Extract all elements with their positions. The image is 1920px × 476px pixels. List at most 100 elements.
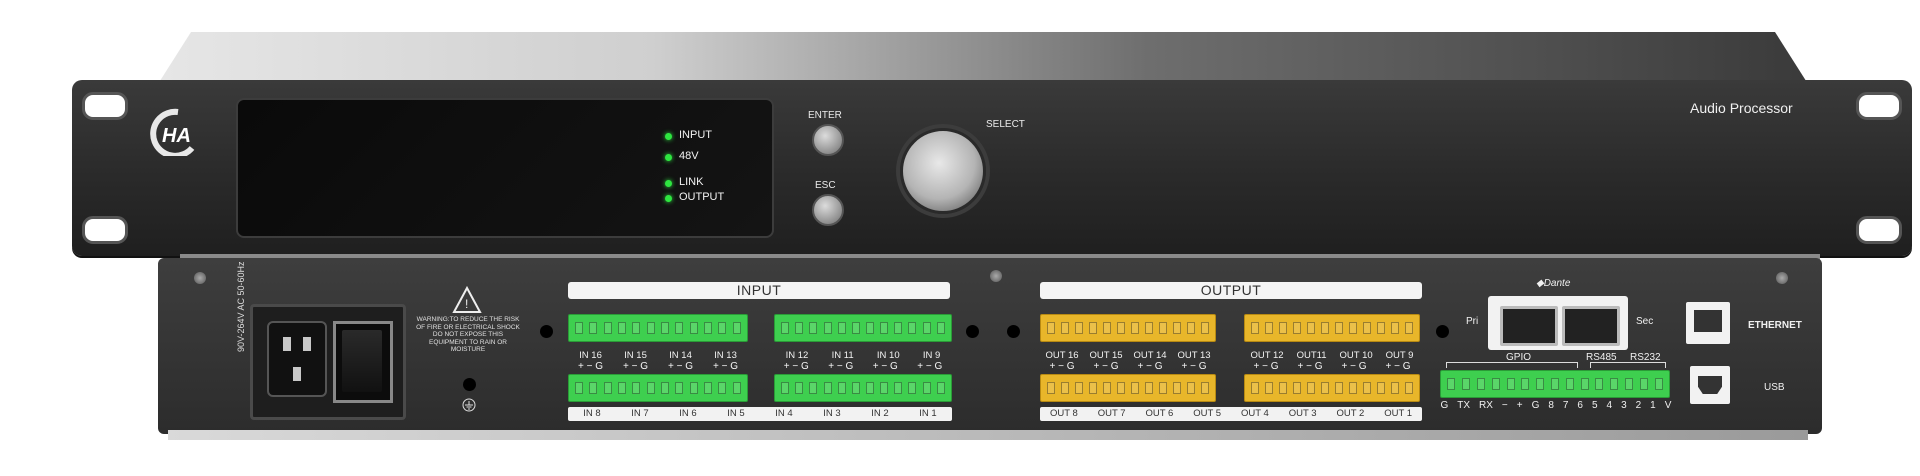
ethernet-port[interactable] bbox=[1686, 302, 1730, 344]
polarity-label: + − G bbox=[783, 361, 809, 372]
dante-logo: ◆Dante bbox=[1536, 278, 1570, 289]
gpio-pin-labels: G TX RX − + G 8 7 6 5 4 3 2 1 V bbox=[1436, 400, 1676, 411]
usb-label: USB bbox=[1764, 382, 1785, 393]
dante-logo-text: Dante bbox=[1543, 278, 1571, 289]
power-inlet-block bbox=[250, 304, 406, 420]
input-polarity-row: + − G + − G + − G + − G bbox=[774, 361, 952, 372]
power-rating-label: 90V-264V AC 50-60Hz bbox=[236, 261, 246, 352]
enter-button[interactable] bbox=[812, 124, 844, 156]
dante-secondary-label: Sec bbox=[1636, 316, 1654, 327]
output-terminal-12-9[interactable] bbox=[1244, 314, 1420, 342]
gpio-pin-label: RX bbox=[1479, 400, 1493, 411]
polarity-label: + − G bbox=[828, 361, 854, 372]
input-terminal-12-9[interactable] bbox=[774, 314, 952, 342]
input-polarity-row: + − G + − G + − G + − G bbox=[568, 361, 748, 372]
channel-label: OUT 2 bbox=[1336, 408, 1365, 419]
ethernet-port-socket bbox=[1694, 310, 1722, 332]
esc-button[interactable] bbox=[812, 194, 844, 226]
screw bbox=[990, 270, 1002, 282]
brand-logo-text: HA bbox=[162, 125, 191, 147]
front-unit-top-cover bbox=[158, 32, 1808, 84]
rs485-label: RS485 bbox=[1586, 352, 1617, 363]
input-terminal-16-13[interactable] bbox=[568, 314, 748, 342]
select-knob[interactable] bbox=[900, 128, 986, 214]
dante-primary-port[interactable] bbox=[1500, 306, 1558, 346]
gpio-pin-label: V bbox=[1664, 400, 1672, 411]
channel-label: OUT 15 bbox=[1089, 350, 1123, 361]
output-bottom-label-strip: OUT 8 OUT 7 OUT 6 OUT 5 OUT 4 OUT 3 OUT … bbox=[1040, 407, 1422, 421]
channel-label: IN 4 bbox=[775, 408, 793, 419]
channel-label: OUT 7 bbox=[1097, 408, 1126, 419]
usb-port[interactable] bbox=[1690, 366, 1730, 404]
polarity-label: + − G bbox=[622, 361, 648, 372]
polarity-label: + − G bbox=[1297, 361, 1323, 372]
mounting-hole bbox=[463, 378, 476, 391]
gpio-pin-label: 7 bbox=[1562, 400, 1569, 411]
output-led-label: OUTPUT bbox=[679, 191, 725, 203]
output-polarity-row: + − G + − G + − G + − G bbox=[1244, 361, 1420, 372]
warning-icon: ! bbox=[452, 286, 482, 313]
output-terminal-4-1[interactable] bbox=[1244, 374, 1420, 402]
link-led-label: LINK bbox=[679, 176, 704, 188]
esc-button-label: ESC bbox=[815, 180, 836, 191]
channel-label: IN 8 bbox=[583, 408, 601, 419]
iec-power-socket[interactable] bbox=[267, 321, 327, 397]
channel-label: OUT 12 bbox=[1250, 350, 1284, 361]
gpio-pin-label: G bbox=[1440, 400, 1449, 411]
polarity-label: + − G bbox=[667, 361, 693, 372]
input-section-banner: INPUT bbox=[568, 282, 950, 299]
brand-logo: HA bbox=[150, 108, 195, 156]
power-switch[interactable] bbox=[333, 321, 393, 403]
48v-led-label: 48V bbox=[679, 150, 699, 162]
channel-label: IN 11 bbox=[831, 350, 854, 361]
model-label: Audio Processor bbox=[1690, 100, 1793, 116]
power-switch-face bbox=[342, 330, 382, 392]
mounting-hole bbox=[966, 325, 979, 338]
input-terminal-4-1[interactable] bbox=[774, 374, 952, 402]
input-labels-12-9: IN 12 IN 11 IN 10 IN 9 bbox=[774, 350, 952, 361]
lcd-display bbox=[236, 98, 774, 238]
input-terminal-8-5[interactable] bbox=[568, 374, 748, 402]
socket-pin bbox=[283, 337, 291, 351]
gpio-pin-label: 6 bbox=[1577, 400, 1583, 411]
select-knob-label: SELECT bbox=[986, 119, 1025, 130]
gpio-label: GPIO bbox=[1506, 352, 1532, 363]
input-led bbox=[665, 133, 672, 140]
gpio-terminal[interactable] bbox=[1440, 370, 1670, 398]
channel-label: OUT 4 bbox=[1240, 408, 1269, 419]
gpio-pin-label: 1 bbox=[1650, 400, 1656, 411]
output-labels-16-13: OUT 16 OUT 15 OUT 14 OUT 13 bbox=[1040, 350, 1216, 361]
screw bbox=[194, 272, 206, 284]
channel-label: OUT 9 bbox=[1385, 350, 1414, 361]
rack-ear-slot bbox=[1856, 92, 1902, 120]
channel-label: OUT 14 bbox=[1133, 350, 1167, 361]
channel-label: IN 10 bbox=[876, 350, 900, 361]
gpio-bracket bbox=[1446, 362, 1578, 368]
polarity-label: + − G bbox=[1341, 361, 1367, 372]
gpio-pin-label: 5 bbox=[1591, 400, 1598, 411]
polarity-label: + − G bbox=[1253, 361, 1279, 372]
channel-label: IN 5 bbox=[727, 408, 745, 419]
input-labels-16-13: IN 16 IN 15 IN 14 IN 13 bbox=[568, 350, 748, 361]
channel-label: IN 9 bbox=[922, 350, 941, 361]
rack-ear-slot bbox=[82, 92, 128, 120]
gpio-pin-label: − bbox=[1501, 400, 1508, 411]
channel-label: OUT11 bbox=[1296, 350, 1327, 361]
screw bbox=[1776, 272, 1788, 284]
svg-text:!: ! bbox=[465, 297, 468, 311]
channel-label: IN 2 bbox=[871, 408, 889, 419]
channel-label: OUT 6 bbox=[1145, 408, 1174, 419]
output-terminal-16-13[interactable] bbox=[1040, 314, 1216, 342]
channel-label: OUT 1 bbox=[1384, 408, 1413, 419]
output-terminal-8-5[interactable] bbox=[1040, 374, 1216, 402]
channel-label: IN 14 bbox=[669, 350, 692, 361]
ground-icon bbox=[462, 398, 476, 412]
gpio-pin-label: G bbox=[1531, 400, 1540, 411]
dante-network-ports bbox=[1488, 296, 1628, 350]
dante-secondary-port[interactable] bbox=[1562, 306, 1620, 346]
rs232-label: RS232 bbox=[1630, 352, 1661, 363]
channel-label: IN 12 bbox=[785, 350, 809, 361]
output-labels-12-9: OUT 12 OUT11 OUT 10 OUT 9 bbox=[1244, 350, 1420, 361]
polarity-label: + − G bbox=[1181, 361, 1207, 372]
channel-label: IN 7 bbox=[631, 408, 649, 419]
